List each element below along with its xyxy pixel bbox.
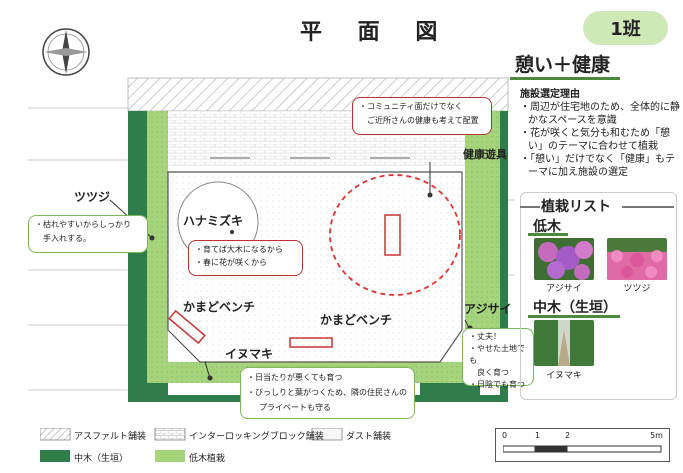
legend-dust: ダスト舗装 xyxy=(346,432,392,442)
reason-item: ・周辺が住宅地のため、全体的に静かなスペースを意識 xyxy=(520,102,680,126)
compass-icon xyxy=(42,28,90,76)
boundary-lines xyxy=(28,107,515,391)
low-tree-name: ツツジ xyxy=(623,284,651,294)
planting-list-title: 植栽リスト xyxy=(541,199,611,215)
planting-list-box xyxy=(520,192,677,400)
scale-tick: 0 xyxy=(502,431,508,440)
scale-tick: 1 xyxy=(535,431,541,440)
inumaki-label: イヌマキ xyxy=(225,347,274,361)
ajisai-label: アジサイ xyxy=(464,302,512,316)
bench-label-center: かまどベンチ xyxy=(320,313,393,327)
hydrangea-photo xyxy=(534,238,594,280)
low-tree-name: アジサイ xyxy=(546,284,582,294)
team-badge: 1班 xyxy=(583,11,668,45)
bench-label-left: かまどベンチ xyxy=(183,300,256,314)
scale-tick: 5m xyxy=(650,431,663,440)
azalea-photo xyxy=(607,238,667,280)
legend-interlocking: インターロッキングブロック舗装 xyxy=(189,432,324,442)
reason-item: ・花が咲くと気分も和むため「憩い」のテーマに合わせて植栽 xyxy=(520,128,670,152)
selection-reason: 施設選定理由 ・周辺が住宅地のため、全体的に静かなスペースを意識 ・花が咲くと気… xyxy=(520,88,680,179)
legend-mid-tree: 中木（生垣） xyxy=(74,454,129,464)
scale-bar xyxy=(503,445,662,453)
tsutsuji-label: ツツジ xyxy=(74,190,111,204)
theme-underline xyxy=(510,77,620,80)
health-equipment-zone xyxy=(329,174,461,296)
health-equipment xyxy=(384,214,401,256)
selection-reason-title: 施設選定理由 xyxy=(520,89,580,100)
callout-tsutsuji: ・枯れやすいからしっかり 手入れする。 xyxy=(28,215,148,253)
health-equipment-label: 健康遊具 xyxy=(463,148,507,161)
mid-tree-name: イヌマキ xyxy=(545,371,582,381)
callout-hanamizuki: ・育てば大木になるから ・春に花が咲くから xyxy=(188,240,303,276)
legend-low-tree: 低木植栽 xyxy=(189,454,226,464)
scale-tick: 2 xyxy=(565,431,571,440)
legend-asphalt: アスファルト舗装 xyxy=(74,432,147,442)
hanamizuki-label: ハナミズキ xyxy=(183,214,244,228)
scale-bar-box xyxy=(495,428,670,462)
reason-item: ・「憩い」だけでなく「健康」もテーマに加え施設の選定 xyxy=(520,154,675,178)
callout-ajisai: ・丈夫！ ・やせた土地でも 良く育つ ・日陰でも育つ xyxy=(462,328,534,389)
kamado-bench-center xyxy=(289,337,333,348)
kamado-bench-left xyxy=(168,309,206,345)
mid-tree-heading: 中木（生垣） xyxy=(533,300,617,316)
page-title: 平 面 図 xyxy=(300,20,452,45)
callout-community: ・コミュニティ面だけでなく ご近所さんの健康も考えて配置 xyxy=(352,97,492,135)
theme-title: 憩い＋健康 xyxy=(515,54,611,76)
podocarpus-hedge-photo xyxy=(534,320,594,366)
legend-swatches xyxy=(40,428,343,462)
low-tree-heading: 低木 xyxy=(533,219,561,235)
callout-inumaki: ・日当たりが悪くても育つ ・びっしりと葉がつくため、隣の住民さんの プライベート… xyxy=(240,367,415,419)
